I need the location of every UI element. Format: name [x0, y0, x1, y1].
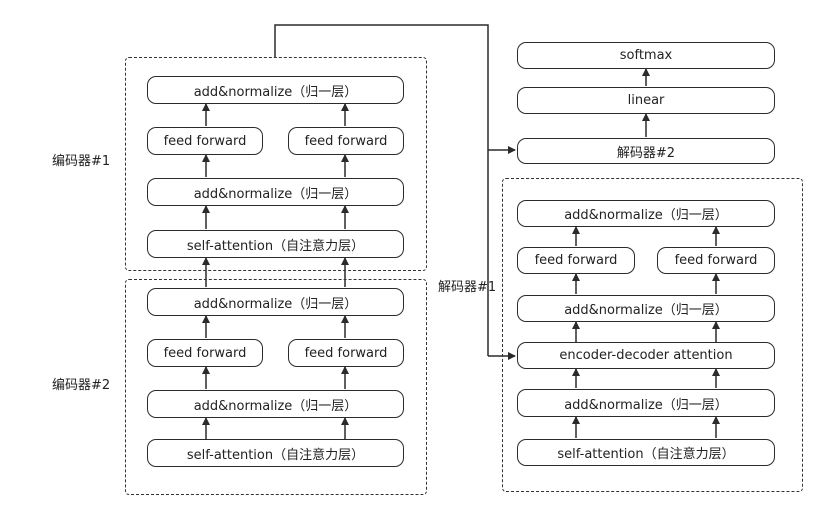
- encoder1-group: [125, 57, 427, 271]
- dec1-encoder-decoder-attention: encoder-decoder attention: [517, 342, 775, 369]
- encoder2-label: 编码器#2: [52, 378, 111, 393]
- enc1-add-normalize-mid: add&normalize（归一层）: [147, 178, 404, 206]
- enc2-feed-forward-left: feed forward: [147, 339, 263, 367]
- decoder1-group: [502, 178, 803, 492]
- enc1-self-attention: self-attention（自注意力层）: [147, 230, 404, 258]
- enc2-self-attention: self-attention（自注意力层）: [147, 439, 404, 467]
- softmax-box: softmax: [517, 42, 775, 69]
- dec1-add-normalize-upper: add&normalize（归一层）: [517, 295, 775, 322]
- enc2-feed-forward-right: feed forward: [288, 339, 404, 367]
- enc1-feed-forward-left: feed forward: [147, 127, 263, 155]
- linear-box: linear: [517, 87, 775, 114]
- dec1-add-normalize-lower: add&normalize（归一层）: [517, 389, 775, 417]
- dec1-self-attention: self-attention（自注意力层）: [517, 439, 775, 466]
- dec1-feed-forward-right: feed forward: [657, 247, 775, 274]
- decoder2-box: 解码器#2: [517, 138, 775, 164]
- enc1-add-normalize-top: add&normalize（归一层）: [147, 76, 404, 104]
- enc2-add-normalize-top: add&normalize（归一层）: [147, 288, 404, 316]
- decoder1-label: 解码器#1: [438, 280, 497, 295]
- encoder1-label: 编码器#1: [52, 154, 111, 169]
- dec1-feed-forward-left: feed forward: [517, 247, 635, 274]
- enc1-feed-forward-right: feed forward: [288, 127, 404, 155]
- enc2-add-normalize-mid: add&normalize（归一层）: [147, 390, 404, 418]
- encoder2-group: [125, 279, 427, 495]
- route-encoder-to-decoders: [274, 24, 489, 356]
- dec1-add-normalize-top: add&normalize（归一层）: [517, 200, 775, 227]
